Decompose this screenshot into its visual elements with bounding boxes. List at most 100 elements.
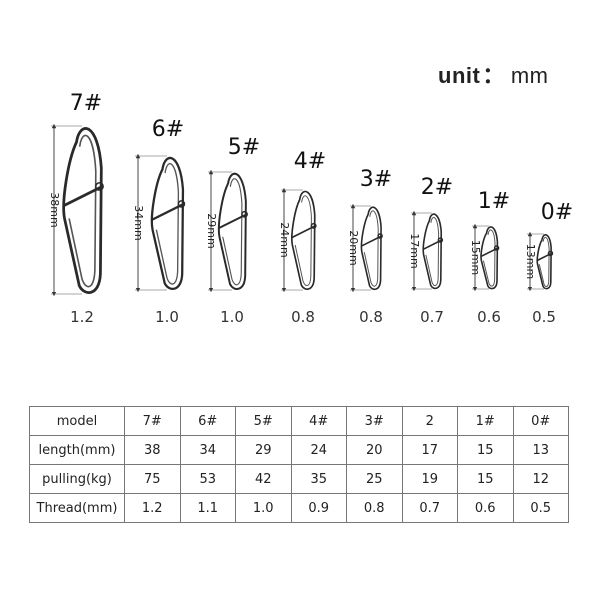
snap-hook: [310, 222, 317, 229]
snap-6: 1# 15mm 0.6: [469, 189, 510, 326]
snap-hook: [493, 245, 500, 251]
row-header: pulling(kg): [29, 464, 125, 494]
snap-latch: [151, 203, 183, 221]
snap-hook: [437, 237, 444, 243]
snap-1: 6# 34mm 1.0: [132, 117, 186, 326]
snap-wire-inner: [363, 210, 379, 287]
table-cell: 0.6: [457, 493, 514, 523]
snap-size-label: 1#: [478, 189, 510, 214]
snap-thread-label: 0.5: [532, 308, 556, 326]
snap-thread-label: 0.6: [477, 308, 501, 326]
snap-length-label: 29mm: [205, 213, 218, 248]
snap-wire-inner: [68, 134, 97, 288]
snap-hook: [377, 233, 383, 239]
snap-size-label: 2#: [421, 175, 453, 200]
snap-wire-inner: [155, 163, 180, 285]
snap-wire: [536, 234, 552, 290]
snap-hook: [177, 200, 186, 208]
snap-size-label: 4#: [294, 149, 326, 174]
snap-hook: [95, 182, 104, 191]
snap-wire-inner: [222, 178, 243, 286]
snap-length-label: 38mm: [48, 192, 61, 227]
table-cell: 75: [124, 464, 181, 494]
snap-wire: [360, 206, 382, 291]
table-cell: 0.7: [401, 493, 458, 523]
table-cell: 38: [124, 435, 181, 465]
table-cell: 2: [401, 406, 458, 436]
table-cell: 35: [290, 464, 347, 494]
table-cell: 1.2: [124, 493, 181, 523]
row-header: Thread(mm): [29, 493, 125, 523]
snap-wire-inner: [482, 229, 496, 287]
table-cell: 0#: [512, 406, 569, 436]
snap-thread-label: 1.2: [70, 308, 94, 326]
snap-latch: [422, 239, 442, 251]
snap-thread-label: 0.7: [420, 308, 444, 326]
table-cell: 15: [457, 464, 514, 494]
table-cell: 24: [290, 435, 347, 465]
snap-wire: [217, 172, 247, 290]
table-cell: 12: [512, 464, 569, 494]
snap-size-label: 3#: [360, 167, 392, 192]
snap-wire-inner: [538, 236, 550, 287]
table-cell: 0.5: [512, 493, 569, 523]
unit-label: unit：mm: [438, 58, 549, 90]
snap-thread-label: 0.8: [359, 308, 383, 326]
table-cell: 25: [346, 464, 403, 494]
unit-key: unit: [438, 63, 481, 88]
snap-length-label: 20mm: [347, 230, 360, 265]
snap-length-label: 15mm: [469, 240, 482, 275]
snap-wire: [62, 127, 103, 294]
snap-wire: [480, 226, 499, 290]
unit-separator: ：: [482, 63, 505, 88]
table-cell: 15: [457, 435, 514, 465]
table-cell: 53: [179, 464, 236, 494]
snap-length-label: 24mm: [278, 222, 291, 257]
table-cell: 1.0: [235, 493, 292, 523]
table-cell: 0.9: [290, 493, 347, 523]
table-cell: 29: [235, 435, 292, 465]
table-cell: 13: [512, 435, 569, 465]
table-cell: 0.8: [346, 493, 403, 523]
snap-length-label: 34mm: [132, 205, 145, 240]
snap-hook: [547, 250, 554, 257]
table-cell: 5#: [235, 406, 292, 436]
table-cell: 34: [179, 435, 236, 465]
table-cell: 6#: [179, 406, 236, 436]
table-cell: 42: [235, 464, 292, 494]
table-cell: 3#: [346, 406, 403, 436]
snap-wire: [150, 156, 185, 290]
snap-latch: [480, 247, 498, 258]
row-header: model: [29, 406, 125, 436]
row-header: length(mm): [29, 435, 125, 465]
snap-thread-label: 0.8: [291, 308, 315, 326]
snap-latch: [291, 225, 315, 239]
snap-thread-label: 1.0: [155, 308, 179, 326]
snap-4: 3# 20mm 0.8: [347, 167, 392, 326]
snap-3: 4# 24mm 0.8: [278, 149, 326, 326]
snap-hook: [241, 210, 248, 218]
snap-wire: [422, 213, 443, 290]
snap-0: 7# 38mm 1.2: [48, 91, 104, 326]
table-cell: 19: [401, 464, 458, 494]
unit-value: mm: [510, 63, 549, 88]
snap-7: 0# 13mm 0.5: [524, 200, 573, 326]
table-cell: 4#: [290, 406, 347, 436]
snap-latch: [62, 186, 102, 207]
snap-size-label: 7#: [70, 91, 102, 116]
table-cell: 1.1: [179, 493, 236, 523]
table-cell: 1#: [457, 406, 514, 436]
snap-size-label: 6#: [152, 117, 184, 142]
snap-size-label: 0#: [541, 200, 573, 225]
snap-length-label: 13mm: [524, 244, 537, 279]
snap-wire-inner: [294, 195, 312, 286]
table-cell: 17: [401, 435, 458, 465]
